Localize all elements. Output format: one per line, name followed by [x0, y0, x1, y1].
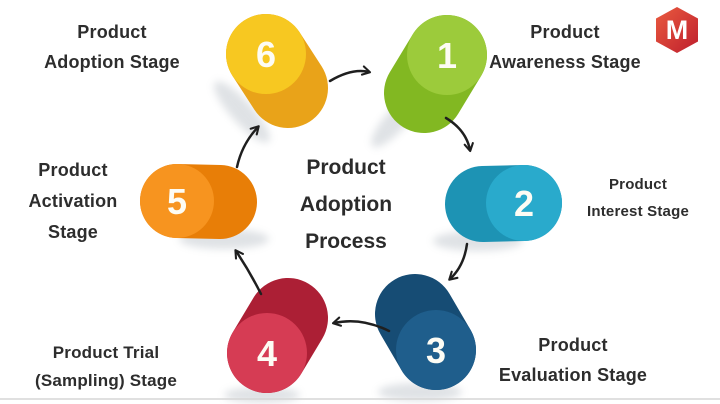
stage-2-label-line: Product	[608, 176, 668, 193]
diagram-title: Product Adoption Process	[246, 149, 446, 260]
arrow-4-to-5-icon	[234, 249, 263, 296]
stage-1-label: Product Awareness Stage	[455, 17, 675, 77]
stage-4-label-line: (Sampling) Stage	[34, 371, 178, 390]
stage-2-label-line: Interest Stage	[587, 203, 689, 220]
bottom-divider	[0, 398, 720, 400]
stage-6-label: Product Adoption Stage	[12, 17, 212, 77]
stage-6-cylinder: 6	[226, 14, 328, 128]
stage-6-number: 6	[256, 34, 276, 75]
stage-3-label: Product Evaluation Stage	[463, 330, 683, 390]
arrow-2-to-3-icon	[448, 242, 469, 281]
stage-4-label-line: Product Trial	[52, 343, 160, 362]
stage-3-cylinder: 3	[375, 274, 476, 390]
stage-1-label-line: Awareness Stage	[489, 52, 641, 72]
stage-2-number: 2	[514, 183, 534, 224]
logo-hexagon-icon	[656, 7, 698, 53]
flow-arrows	[234, 65, 474, 333]
stage-5-cylinder: 5	[140, 164, 257, 239]
stage-6-label-line: Product	[77, 22, 147, 42]
diagram-title-line: Process	[305, 230, 387, 253]
stage-5-label: Product Activation Stage	[0, 155, 146, 248]
stage-3-label-line: Product	[538, 335, 608, 355]
stage-4-label: Product Trial (Sampling) Stage	[0, 339, 212, 395]
arrow-3-to-4-icon	[331, 316, 391, 333]
stage-1-label-line: Product	[530, 22, 600, 42]
arrow-1-to-2-icon	[444, 116, 474, 153]
brand-logo: M	[656, 7, 698, 53]
stage-3-label-line: Evaluation Stage	[498, 365, 648, 385]
stage-5-label-line: Stage	[47, 222, 99, 242]
arrow-6-to-1-icon	[328, 65, 372, 83]
stage-4-cylinder: 4	[227, 278, 328, 393]
stage-2-label: Product Interest Stage	[556, 171, 720, 225]
stage-5-label-line: Activation	[28, 191, 118, 211]
logo-letter: M	[666, 15, 689, 45]
stage-6-label-line: Adoption Stage	[44, 52, 180, 72]
diagram-title-line: Adoption	[299, 193, 393, 216]
stage-5-label-line: Product	[38, 160, 108, 180]
stage-3-number: 3	[426, 330, 446, 371]
diagram-title-line: Product	[306, 156, 386, 179]
stage-4-number: 4	[257, 333, 277, 374]
stage-1-number: 1	[437, 35, 457, 76]
stage-1-cylinder: 1	[384, 15, 487, 133]
stage-5-number: 5	[167, 181, 187, 222]
stage-2-cylinder: 2	[445, 165, 562, 242]
arrow-5-to-6-icon	[235, 125, 260, 169]
